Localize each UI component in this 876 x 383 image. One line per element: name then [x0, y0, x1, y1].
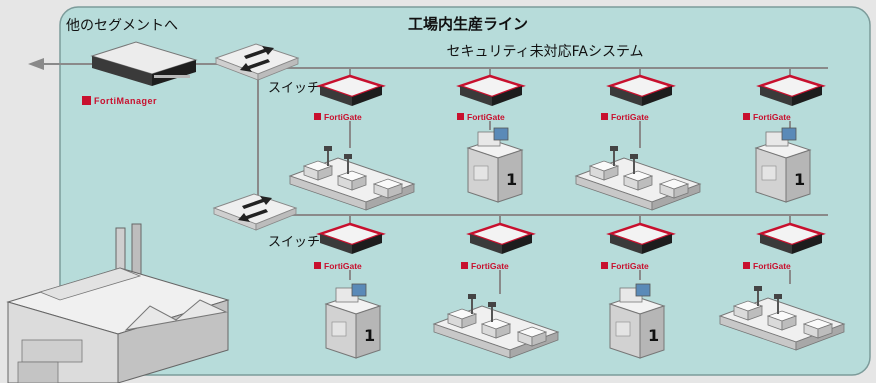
fortimanager-icon	[90, 41, 198, 86]
production-line-panel	[59, 6, 871, 376]
fortigate-brand: FortiGate	[324, 112, 362, 122]
fa-system-label: セキュリティ未対応FAシステム	[446, 44, 643, 60]
fortigate-brand: FortiGate	[471, 261, 509, 271]
diagram-title: 工場内生産ライン	[408, 15, 528, 33]
switch-label-1: スイッチ	[268, 81, 320, 96]
fortigate-brand: FortiGate	[467, 112, 505, 122]
fortigate-logo-icon	[314, 262, 321, 269]
fortimanager-brand: FortiManager	[94, 96, 157, 106]
fortigate-logo-icon	[743, 262, 750, 269]
fortigate-brand-labels: FortiGate FortiGate FortiGate FortiGate …	[314, 112, 791, 271]
fortigate-logo-icon	[601, 262, 608, 269]
fortigate-logo-icon	[461, 262, 468, 269]
fortigate-logo-icon	[601, 113, 608, 120]
fortigate-brand: FortiGate	[753, 261, 791, 271]
network-links	[195, 63, 828, 294]
fortigate-brand: FortiGate	[753, 112, 791, 122]
fortigate-logo-icon	[314, 113, 321, 120]
fortigate-logo-icon	[457, 113, 464, 120]
fortigate-logo-icon	[743, 113, 750, 120]
switch-label-2: スイッチ	[268, 235, 320, 250]
other-segment-label: 他のセグメントへ	[66, 18, 178, 34]
fortimanager-logo-icon	[82, 96, 91, 105]
factory-icon	[6, 223, 230, 383]
fortigate-brand: FortiGate	[611, 112, 649, 122]
fortigate-brand: FortiGate	[611, 261, 649, 271]
fortigate-brand: FortiGate	[324, 261, 362, 271]
